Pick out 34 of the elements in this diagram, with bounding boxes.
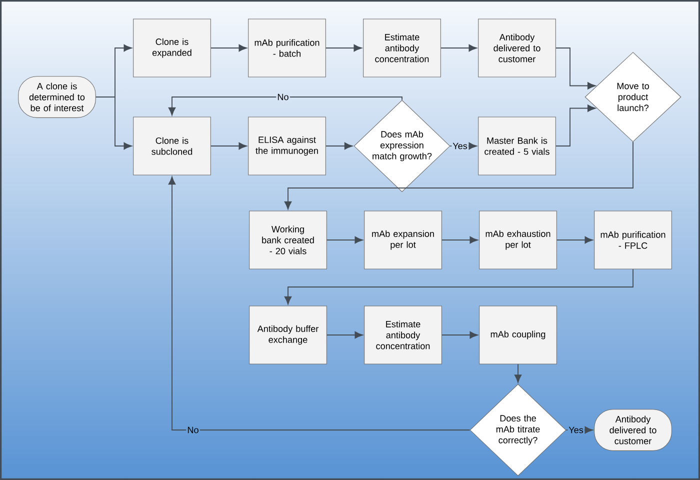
process-box: Estimate antibody concentration: [363, 18, 441, 78]
arrow: [441, 236, 478, 244]
arrow: [326, 331, 363, 339]
process-box: Master Bank is created - 5 vials: [478, 116, 556, 176]
process-box: Antibody delivered to customer: [478, 18, 556, 78]
process-box: mAb expansion per lot: [364, 210, 442, 270]
arrow: [441, 331, 478, 339]
arrow: [450, 142, 477, 150]
arrow: [326, 236, 363, 244]
arrow: [168, 96, 402, 116]
arrow: [555, 48, 596, 90]
arrow: [210, 142, 247, 150]
process-box: mAb purification - batch: [248, 18, 326, 78]
process-box: mAb coupling: [479, 306, 557, 364]
arrow: [555, 104, 596, 146]
process-box: Estimate antibody concentration: [364, 306, 442, 364]
arrow: [168, 176, 470, 430]
process-box: ELISA against the immunogen: [248, 116, 326, 176]
arrow: [95, 96, 132, 150]
arrow: [514, 364, 522, 383]
process-box: Working bank created - 20 vials: [249, 210, 327, 270]
arrow: [440, 44, 477, 52]
arrow: [566, 426, 593, 434]
process-box: Clone is subcloned: [133, 116, 211, 176]
arrow: [284, 268, 634, 305]
arrow: [325, 44, 362, 52]
process-box: Antibody buffer exchange: [249, 306, 327, 364]
process-box: Clone is expanded: [133, 18, 211, 78]
arrow: [325, 142, 352, 150]
arrow: [556, 236, 593, 244]
arrow: [284, 142, 634, 210]
process-box: mAb purification - FPLC: [594, 210, 672, 270]
arrow: [210, 44, 247, 52]
process-box: mAb exhaustion per lot: [479, 210, 557, 270]
